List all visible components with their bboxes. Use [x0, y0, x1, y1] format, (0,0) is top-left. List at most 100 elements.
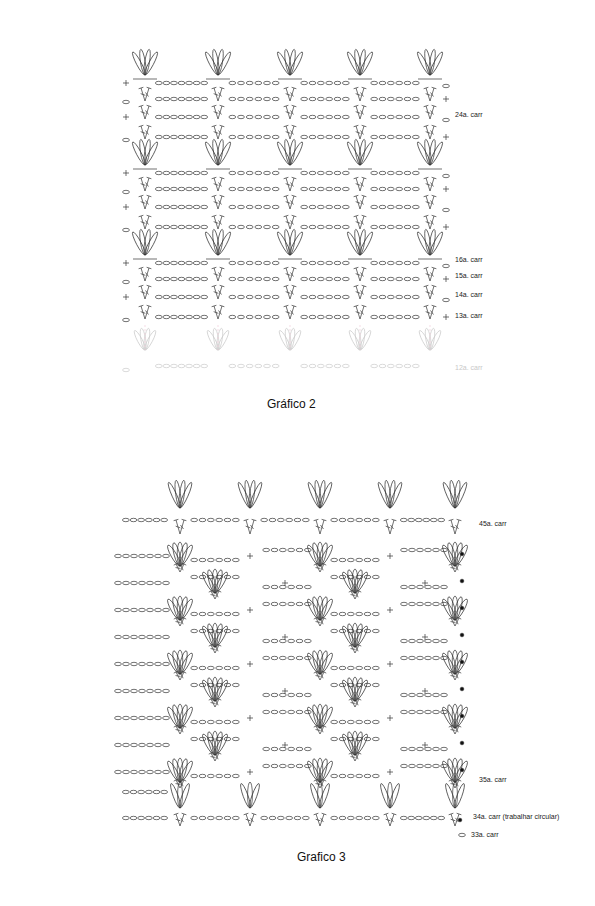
double-crochet	[176, 618, 180, 626]
chain-stitch	[387, 135, 394, 138]
chain-stitch	[371, 315, 378, 318]
double-crochet	[147, 285, 152, 286]
chain-stitch	[193, 277, 200, 280]
chain-stitch	[271, 764, 278, 767]
puff-stitch	[248, 782, 253, 808]
row-label: 35a. carr	[478, 776, 508, 784]
puff-stitch	[178, 598, 195, 622]
double-crochet	[451, 621, 456, 623]
chain-stitch	[193, 171, 200, 174]
chain-stitch	[342, 187, 349, 190]
double-crochet	[426, 126, 430, 139]
chain-stitch	[379, 115, 386, 118]
double-crochet	[174, 563, 178, 565]
puff-stitch	[178, 544, 195, 568]
double-crochet	[217, 752, 221, 754]
double-crochet	[174, 617, 178, 619]
chain-stitch	[186, 364, 193, 367]
chain-stitch	[238, 364, 245, 367]
chain-stitch	[415, 518, 422, 521]
chain-stitch	[356, 774, 363, 777]
chain-stitch	[302, 816, 309, 819]
chain-stitch	[224, 518, 231, 521]
double-crochet	[362, 285, 367, 286]
chain-stitch	[301, 225, 308, 228]
double-crochet	[145, 178, 149, 191]
chain-stitch	[207, 575, 214, 578]
puff-stitch	[346, 677, 358, 702]
chain-stitch	[155, 770, 162, 773]
chain-stitch	[288, 548, 295, 551]
chain-stitch	[153, 816, 160, 819]
double-crochet	[145, 268, 149, 281]
double-crochet	[449, 725, 453, 727]
double-crochet	[356, 196, 360, 209]
chain-stitch	[269, 816, 276, 819]
chain-stitch	[301, 364, 308, 367]
double-crochet	[246, 819, 251, 821]
chain-stitch	[317, 135, 324, 138]
chain-stitch	[238, 261, 245, 264]
double-crochet	[284, 105, 289, 106]
chain-stitch	[147, 608, 154, 611]
puff-stitch	[428, 141, 444, 166]
chain-stitch	[387, 187, 394, 190]
chain-stitch	[178, 364, 185, 367]
chain-stitch	[238, 115, 245, 118]
double-crochet	[141, 286, 145, 299]
single-crochet	[126, 294, 127, 300]
chain-stitch	[139, 635, 146, 638]
chain-stitch	[396, 261, 403, 264]
puff-stitch	[174, 480, 183, 508]
chain-stitch	[379, 364, 386, 367]
double-crochet	[426, 216, 430, 229]
chain-stitch	[264, 277, 271, 280]
double-crochet	[424, 105, 429, 106]
double-crochet	[360, 88, 364, 101]
double-crochet	[286, 196, 290, 209]
puff-stitch	[206, 731, 218, 756]
double-crochet	[426, 268, 430, 281]
double-crochet	[321, 674, 323, 678]
single-crochet	[425, 580, 426, 586]
chain-stitch	[224, 683, 231, 686]
chain-stitch	[238, 277, 245, 280]
puff-stitch	[453, 782, 458, 808]
double-crochet	[322, 813, 327, 815]
chain-stitch	[178, 315, 185, 318]
chain-stitch	[246, 115, 253, 118]
chart-2-block	[123, 139, 450, 232]
chain-stitch	[309, 115, 316, 118]
single-crochet	[425, 688, 426, 694]
double-crochet	[286, 112, 291, 114]
chain-stitch	[334, 261, 341, 264]
double-crochet	[362, 87, 367, 88]
double-crochet	[386, 526, 391, 528]
puff-stitch	[206, 623, 218, 648]
chain-stitch	[334, 205, 341, 208]
double-crochet	[430, 268, 434, 281]
chain-stitch	[404, 115, 411, 118]
chain-stitch	[401, 710, 408, 713]
chain-stitch	[263, 639, 270, 642]
puff-stitch	[346, 731, 358, 756]
double-crochet	[284, 195, 289, 196]
chain-stitch	[309, 277, 316, 280]
puff-stitch	[211, 49, 220, 75]
chain-stitch	[412, 364, 419, 367]
puff-stitch	[283, 49, 292, 75]
chain-stitch	[238, 295, 245, 298]
chain-stitch	[263, 747, 270, 750]
chain-stitch	[342, 261, 349, 264]
chain-stitch	[441, 602, 448, 605]
puff-stitch	[288, 329, 303, 351]
chain-stitch	[372, 518, 379, 521]
chain-stitch	[232, 720, 239, 723]
chain-stitch	[264, 205, 271, 208]
chain-stitch	[417, 639, 424, 642]
chain-stitch	[334, 364, 341, 367]
double-crochet	[147, 215, 152, 216]
chain-stitch	[286, 518, 293, 521]
double-crochet	[219, 310, 222, 314]
chain-stitch	[401, 747, 408, 750]
